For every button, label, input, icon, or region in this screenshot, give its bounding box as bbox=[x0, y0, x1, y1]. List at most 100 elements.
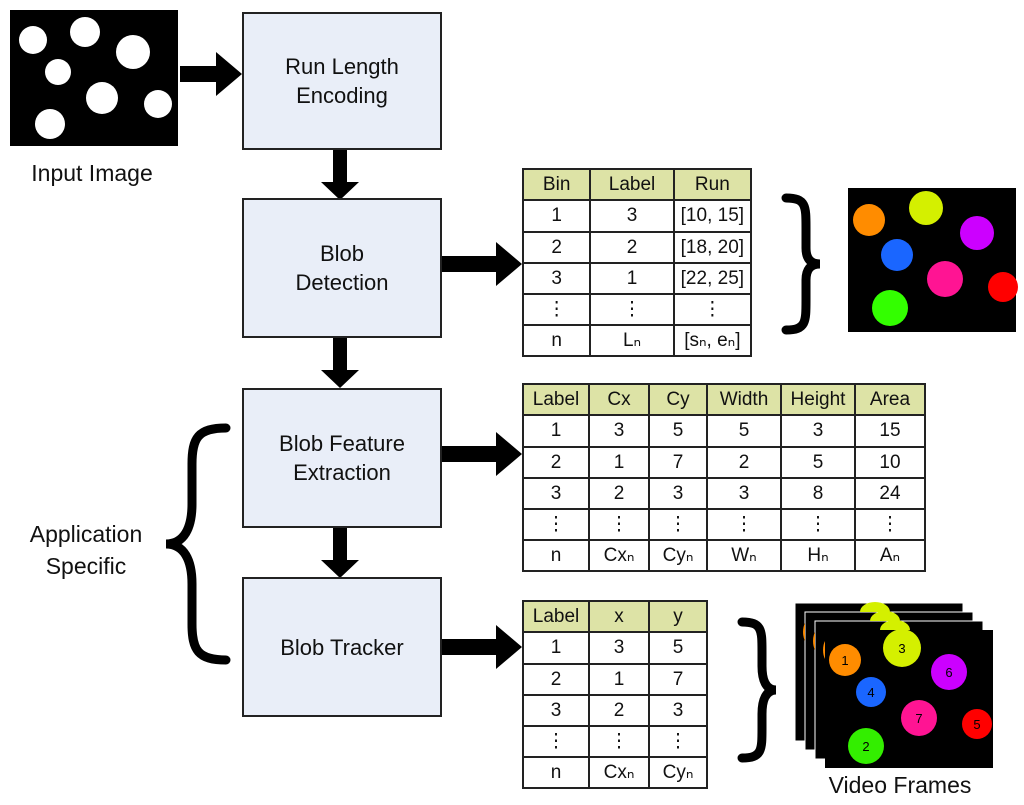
column-header: Width bbox=[706, 383, 782, 416]
table-cell: 3 bbox=[588, 414, 650, 448]
table-cell: n bbox=[522, 756, 590, 789]
blob-id-label: 6 bbox=[945, 665, 952, 680]
blob bbox=[960, 216, 994, 250]
arrow-down bbox=[321, 150, 359, 200]
column-header: Bin bbox=[521, 168, 592, 201]
table-cell: [22, 25] bbox=[672, 262, 753, 295]
table-cell: 3 bbox=[648, 477, 708, 510]
box-label: Blob Tracker bbox=[280, 634, 404, 660]
arrow-right bbox=[440, 625, 522, 669]
blob-id-label: 2 bbox=[862, 739, 869, 754]
table-cell: 3 bbox=[648, 694, 708, 727]
table-row: ⋮⋮⋮ bbox=[521, 293, 753, 326]
tracked-blob bbox=[901, 700, 937, 736]
blob bbox=[881, 239, 913, 271]
table-cell: Cyₙ bbox=[648, 756, 708, 789]
table-cell: 10 bbox=[854, 446, 926, 479]
blob-detection-box: Blob Detection bbox=[242, 198, 442, 338]
blob bbox=[853, 204, 885, 236]
labeled-blob-image bbox=[848, 188, 1018, 332]
blob bbox=[927, 261, 963, 297]
table-cell: Aₙ bbox=[854, 539, 926, 572]
box-label: Run Length Encoding bbox=[285, 54, 399, 108]
table-cell: 1 bbox=[588, 663, 650, 696]
table-cell: 2 bbox=[522, 663, 590, 696]
table-cell: n bbox=[522, 539, 590, 572]
column-header: Cy bbox=[648, 383, 708, 416]
table-cell: Lₙ bbox=[589, 324, 675, 357]
column-header: Label bbox=[522, 600, 590, 633]
table-row: ⋮⋮⋮ bbox=[522, 725, 708, 758]
column-header: Label bbox=[589, 168, 675, 201]
table-cell: [10, 15] bbox=[672, 199, 753, 233]
table-cell: 5 bbox=[780, 446, 856, 479]
column-header: Area bbox=[854, 383, 926, 416]
blob bbox=[988, 272, 1018, 302]
column-header: Cx bbox=[588, 383, 650, 416]
arrows bbox=[180, 52, 522, 669]
brace-icon bbox=[165, 193, 821, 763]
blob bbox=[909, 191, 943, 225]
blob-id-label: 7 bbox=[915, 711, 922, 726]
table-cell: 7 bbox=[648, 663, 708, 696]
column-header: Height bbox=[780, 383, 856, 416]
tracked-blob bbox=[931, 654, 967, 690]
table-cell: 2 bbox=[588, 694, 650, 727]
arrow-right bbox=[440, 242, 522, 286]
table-cell: 1 bbox=[589, 262, 675, 295]
table-cell: 5 bbox=[706, 414, 782, 448]
tracked-blob bbox=[962, 709, 992, 739]
input-image bbox=[10, 10, 178, 146]
table-cell: ⋮ bbox=[648, 725, 708, 758]
tracked-blob bbox=[856, 677, 886, 707]
table-cell: ⋮ bbox=[854, 508, 926, 541]
table-cell: ⋮ bbox=[588, 725, 650, 758]
table-row: ⋮⋮⋮⋮⋮⋮ bbox=[522, 508, 926, 541]
table-cell: 2 bbox=[522, 446, 590, 479]
table-cell: Cxₙ bbox=[588, 756, 650, 789]
table-cell: 3 bbox=[522, 694, 590, 727]
table-cell: 1 bbox=[588, 446, 650, 479]
column-header: Label bbox=[522, 383, 590, 416]
table-cell: n bbox=[521, 324, 592, 357]
blob-id-label: 4 bbox=[867, 685, 874, 700]
table-cell: Cyₙ bbox=[648, 539, 708, 572]
blob-id-label: 3 bbox=[898, 641, 905, 656]
column-header: Run bbox=[672, 168, 753, 201]
blob-tracker-box: Blob Tracker bbox=[242, 577, 442, 717]
table-cell: 7 bbox=[648, 446, 708, 479]
blob bbox=[872, 290, 908, 326]
application-specific-label: Application Specific bbox=[29, 521, 143, 579]
table-cell: Cxₙ bbox=[588, 539, 650, 572]
table-cell: ⋮ bbox=[521, 293, 592, 326]
table-cell: 1 bbox=[522, 631, 590, 665]
table-cell: ⋮ bbox=[648, 508, 708, 541]
box-label: Blob Feature Extraction bbox=[279, 431, 405, 485]
table-cell: 8 bbox=[780, 477, 856, 510]
table-cell: ⋮ bbox=[522, 725, 590, 758]
tracked-blob bbox=[829, 644, 861, 676]
column-header: y bbox=[648, 600, 708, 633]
blob-id-label: 5 bbox=[973, 717, 980, 732]
table-cell: ⋮ bbox=[706, 508, 782, 541]
table-cell: 3 bbox=[522, 477, 590, 510]
arrow-down bbox=[321, 528, 359, 578]
table-cell: 15 bbox=[854, 414, 926, 448]
table-cell: Wₙ bbox=[706, 539, 782, 572]
table-cell: [18, 20] bbox=[672, 231, 753, 264]
